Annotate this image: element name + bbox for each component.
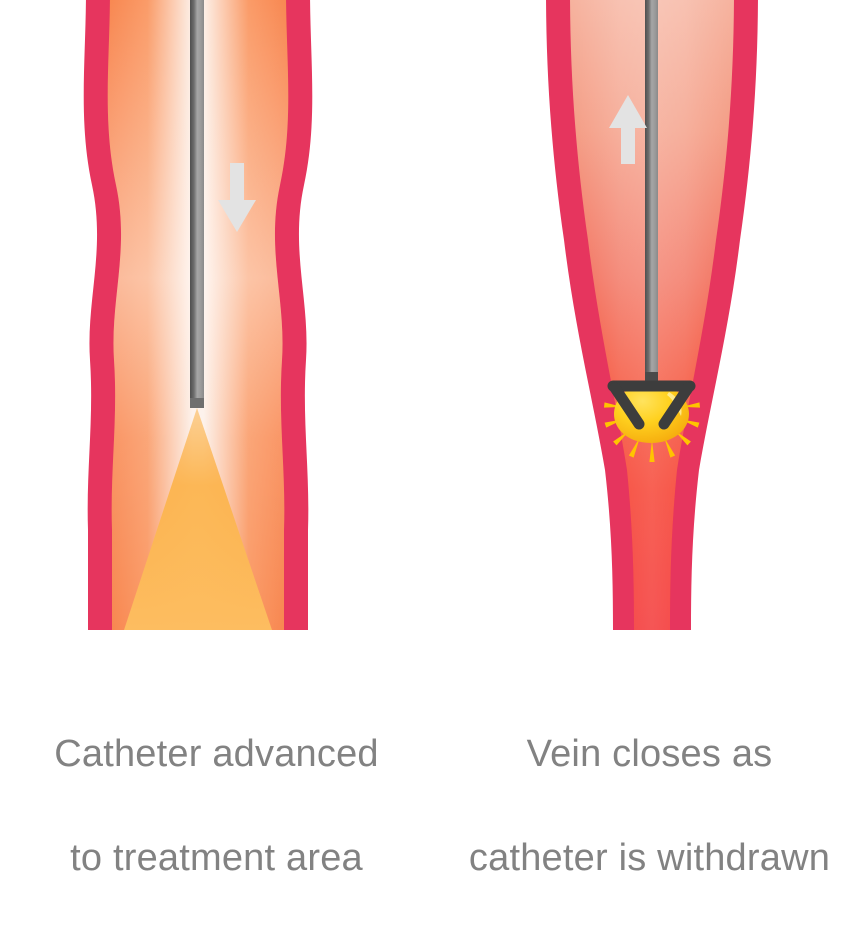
laser-bulb-glint bbox=[667, 392, 682, 416]
right-caption-line-2: catheter is withdrawn bbox=[468, 837, 831, 879]
right-caption-line-1: Vein closes as bbox=[526, 733, 773, 775]
right-vein-illustration bbox=[546, 0, 758, 630]
right-caption: Vein closes as catheter is withdrawn bbox=[433, 676, 866, 936]
right-catheter-rod bbox=[645, 0, 658, 382]
laser-tip-bracket bbox=[607, 380, 696, 430]
arrow-down-icon bbox=[218, 163, 256, 232]
panel-vein-closes: Vein closes as catheter is withdrawn bbox=[433, 0, 866, 879]
left-caption: Catheter advanced to treatment area bbox=[0, 676, 433, 936]
panel-catheter-advanced: Catheter advanced to treatment area bbox=[0, 0, 433, 879]
arrow-up-icon bbox=[609, 95, 647, 164]
left-caption-line-2: to treatment area bbox=[70, 837, 363, 879]
left-catheter-tip bbox=[190, 398, 204, 408]
left-energy-cone-group bbox=[124, 408, 272, 630]
left-vein-illustration bbox=[83, 0, 313, 630]
laser-bulb bbox=[614, 383, 689, 443]
illustration-board: Catheter advanced to treatment area bbox=[0, 0, 866, 879]
left-caption-line-1: Catheter advanced bbox=[54, 733, 379, 775]
left-catheter-rod bbox=[190, 0, 204, 408]
left-energy-cone bbox=[124, 408, 272, 630]
